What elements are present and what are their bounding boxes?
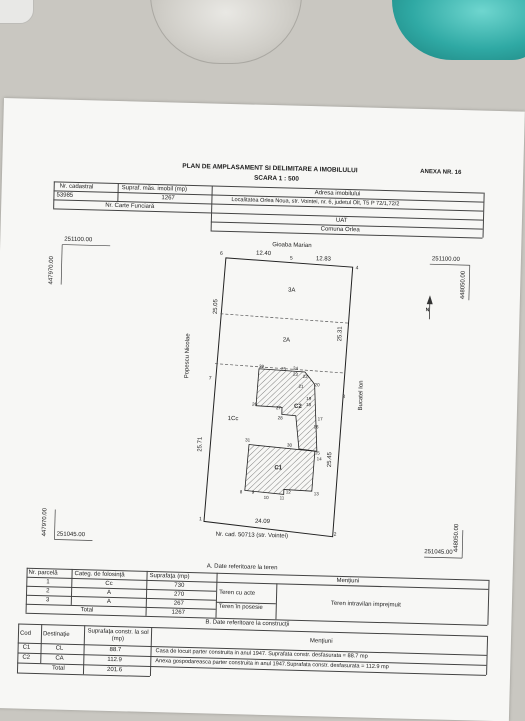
- dim-right-lower: 25.45: [326, 452, 334, 468]
- plan-drawing: [54, 244, 471, 559]
- section-b-total-value: 201.6: [106, 666, 123, 674]
- point-18: 18: [306, 402, 312, 408]
- section-a-row2-parcela: 2: [46, 588, 50, 595]
- coord-right-top: 448050.00: [460, 270, 467, 300]
- point-24: 24: [292, 365, 299, 371]
- section-a-header-suprafata: Suprafaţa (mp): [149, 572, 190, 581]
- coord-top-left: 251100.00: [64, 236, 93, 244]
- section-a-row3-suprafata: 267: [173, 600, 184, 607]
- coord-right-bottom: 448050.00: [453, 523, 461, 553]
- glass-object: [150, 0, 302, 64]
- coord-left-bottom: 447970.00: [41, 507, 49, 537]
- section-b-header-mentiuni: Menţiuni: [309, 638, 333, 645]
- dim-top-right: 12.83: [315, 256, 331, 263]
- point-9: 9: [251, 489, 255, 495]
- point-1: 1: [198, 516, 202, 523]
- section-b-header-destinatie: Destinaţie: [42, 631, 70, 638]
- zone-1cc: 1Cc: [227, 415, 239, 423]
- teren-in-posesie: Teren în posesie: [218, 603, 263, 611]
- point-4: 4: [355, 265, 359, 272]
- building-c2-label: C2: [293, 403, 302, 410]
- section-a-total-value: 1267: [171, 609, 186, 616]
- section-b-row2-destinatie: CA: [55, 655, 64, 662]
- section-a-row1-categ: Cc: [105, 580, 113, 588]
- point-12: 12: [285, 489, 291, 495]
- section-a-total-label: Total: [80, 607, 94, 614]
- section-a-header-categ: Categ. de folosinţă: [74, 571, 125, 579]
- point-31: 31: [245, 437, 251, 443]
- point-8: 8: [239, 489, 243, 495]
- section-a-row1-suprafata: 730: [174, 582, 185, 589]
- point-14: 14: [316, 456, 322, 462]
- section-b-row1-destinatie: CL: [55, 645, 64, 652]
- point-3: 3: [342, 393, 346, 401]
- point-15: 15: [314, 450, 320, 456]
- zone-2a: 2A: [282, 337, 291, 344]
- section-b-row2-suprafata: 112.9: [107, 656, 122, 664]
- building-c1-label: C1: [274, 465, 283, 472]
- bottle-cap-object: [0, 0, 34, 24]
- point-6: 6: [219, 250, 223, 257]
- bottle-object: [392, 0, 525, 60]
- coord-left-top: 447970.00: [48, 256, 56, 285]
- point-16: 16: [313, 424, 319, 430]
- point-28: 28: [277, 415, 283, 421]
- point-21: 21: [298, 383, 304, 389]
- point-5: 5: [289, 255, 293, 262]
- north-label: N: [425, 307, 430, 314]
- point-17: 17: [317, 416, 323, 422]
- point-25: 25: [280, 366, 287, 372]
- point-26: 26: [252, 401, 258, 407]
- dim-bottom: 24.09: [254, 518, 271, 526]
- dim-left-upper: 25.05: [212, 299, 220, 315]
- dim-left-lower: 25.71: [197, 436, 204, 452]
- coord-bottom-left: 251045.00: [56, 531, 86, 539]
- zone-3a: 3A: [287, 287, 296, 294]
- dim-right-upper: 25.31: [337, 326, 344, 342]
- point-27: 27: [275, 405, 282, 411]
- neighbor-left: Popescu Nicolae: [184, 333, 192, 379]
- section-a-header-mentiuni: Menţiuni: [336, 577, 360, 585]
- section-a-row1-parcela: 1: [46, 579, 50, 586]
- point-7: 7: [208, 375, 212, 382]
- section-a-header-parcela: Nr. parcelă: [28, 569, 58, 577]
- section-b-header-cod: Cod: [19, 630, 32, 637]
- point-23: 23: [292, 371, 298, 377]
- coord-top-right: 251100.00: [431, 256, 460, 263]
- point-2: 2: [333, 531, 337, 538]
- section-b-row1-cod: C1: [22, 644, 31, 651]
- point-30: 30: [286, 442, 293, 448]
- document-paper: ANEXA NR. 16 PLAN DE AMPLASAMENT SI DELI…: [0, 98, 525, 721]
- coord-bottom-right: 251045.00: [424, 549, 453, 556]
- point-20: 20: [314, 382, 320, 388]
- point-19: 19: [306, 396, 312, 402]
- section-b-header-suprafata: Suprafaţa constr. la sol (mp): [87, 628, 149, 642]
- section-a-row3-parcela: 3: [45, 597, 50, 604]
- teren-cu-acte: Teren cu acte: [219, 589, 256, 597]
- point-11: 11: [279, 495, 285, 501]
- point-10: 10: [263, 494, 269, 501]
- section-b-row1-suprafata: 88.7: [109, 646, 122, 654]
- section-b-total-label: Total: [52, 665, 65, 672]
- point-13: 13: [313, 491, 319, 497]
- section-a-row2-suprafata: 270: [173, 591, 185, 598]
- section-a-row3-categ: A: [106, 598, 111, 605]
- dim-top-left: 12.40: [255, 250, 272, 258]
- point-22: 22: [302, 373, 308, 380]
- section-b-row2-cod: C2: [22, 654, 31, 661]
- section-a-row2-categ: A: [107, 589, 112, 596]
- neighbor-top: Gioaba Marian: [272, 242, 312, 250]
- point-29: 29: [258, 363, 265, 369]
- neighbor-right: Bucatel Ion: [357, 380, 365, 411]
